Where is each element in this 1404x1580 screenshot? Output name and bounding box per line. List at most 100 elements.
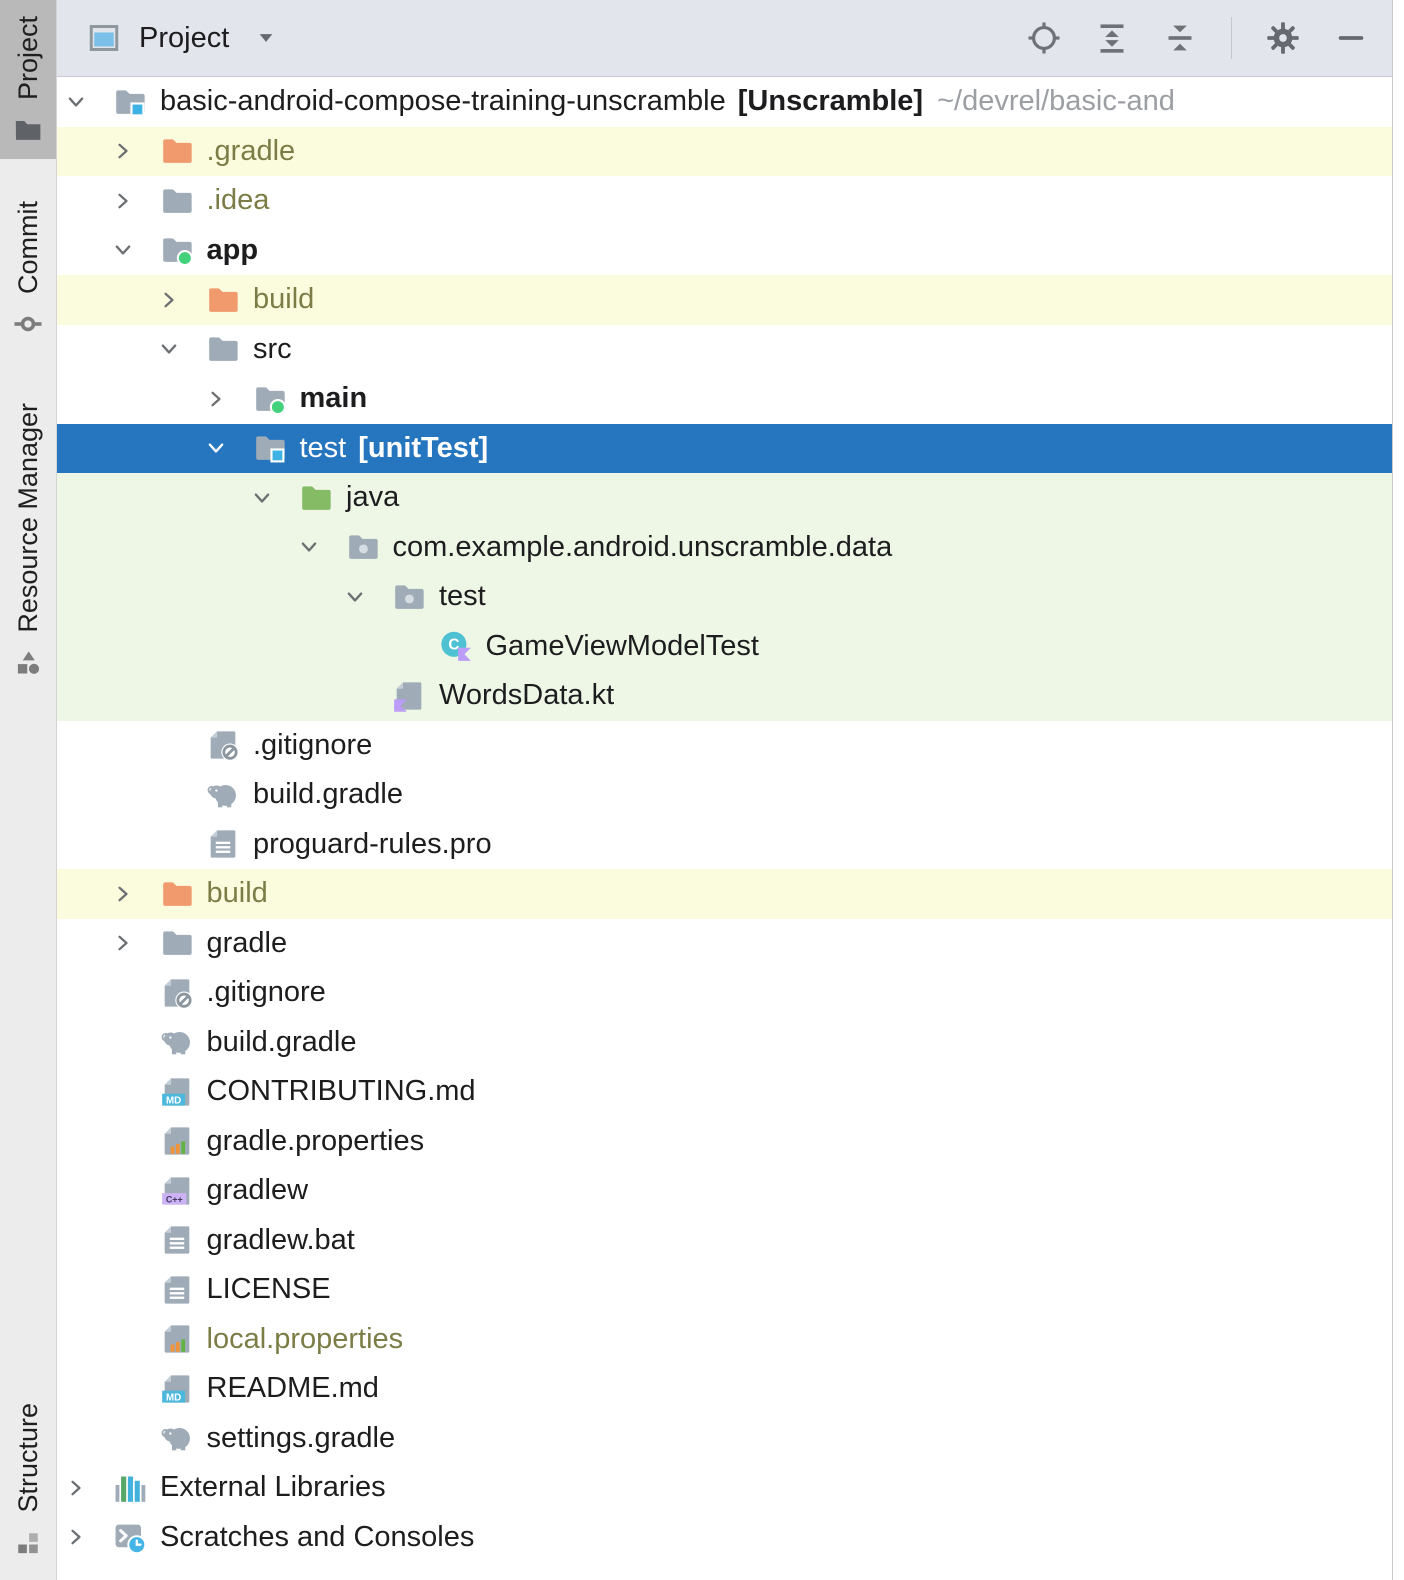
gradle-file-icon [160, 1421, 194, 1455]
tree-row[interactable]: gradlew.bat [57, 1216, 1392, 1266]
chevron-right-icon[interactable] [104, 932, 160, 954]
chevron-down-icon[interactable] [57, 91, 113, 113]
tree-indent [57, 1289, 104, 1290]
chevron-down-icon [255, 27, 277, 49]
tree-indent [57, 497, 243, 498]
view-selector[interactable]: Project [87, 21, 277, 55]
stripe-tab-resource-manager-label: Resource Manager [12, 403, 43, 633]
tree-indent [57, 1240, 104, 1241]
tree-indent [57, 1339, 104, 1340]
chevron-down-icon[interactable] [150, 338, 206, 360]
locate-file-icon[interactable] [1027, 21, 1061, 55]
tree-row[interactable]: .gitignore [57, 721, 1392, 771]
tree-row[interactable]: test[unitTest] [57, 423, 1392, 473]
tree-row[interactable]: C++gradlew [57, 1166, 1392, 1216]
tree-row[interactable]: app [57, 226, 1392, 276]
tree-row[interactable]: settings.gradle [57, 1414, 1392, 1464]
stripe-tab-structure-label: Structure [12, 1403, 43, 1513]
tree-item-label: basic-android-compose-training-unscrambl… [160, 85, 726, 118]
tree-row[interactable]: basic-android-compose-training-unscrambl… [57, 77, 1392, 127]
chevron-right-icon[interactable] [197, 388, 253, 410]
stripe-tab-commit[interactable]: Commit [0, 185, 56, 353]
chevron-right-icon[interactable] [150, 289, 206, 311]
tree-item-label: README.md [206, 1372, 379, 1405]
chevron-down-icon[interactable] [104, 239, 160, 261]
tree-row[interactable]: build [57, 275, 1392, 325]
project-folder-icon [113, 85, 147, 119]
tree-item-label: com.example.android.unscramble.data [392, 530, 893, 563]
tree-row[interactable]: .idea [57, 176, 1392, 226]
kotlin-class-icon: C [439, 629, 473, 663]
scratches-icon [113, 1520, 147, 1555]
chevron-down-icon[interactable] [197, 437, 253, 459]
tree-indent [57, 200, 104, 201]
tree-row[interactable]: build.gradle [57, 1018, 1392, 1068]
tree-item-label: build [206, 877, 268, 910]
text-file-icon [160, 1223, 194, 1257]
stripe-tab-structure[interactable]: Structure [0, 1387, 56, 1572]
tree-item-label: test [439, 580, 486, 613]
folder-icon [160, 184, 194, 218]
tree-row[interactable]: .gitignore [57, 968, 1392, 1018]
chevron-down-icon[interactable] [243, 487, 299, 509]
tree-row[interactable]: C GameViewModelTest [57, 621, 1392, 671]
tree-row[interactable]: .gradle [57, 126, 1392, 176]
package-icon [346, 530, 380, 564]
chevron-down-icon[interactable] [336, 586, 392, 608]
text-file-icon [160, 1273, 194, 1307]
tree-row[interactable]: build.gradle [57, 770, 1392, 820]
tree-row[interactable]: build [57, 869, 1392, 919]
tree-row[interactable]: gradle [57, 919, 1392, 969]
folder-excluded-icon [160, 877, 194, 911]
chevron-right-icon[interactable] [104, 883, 160, 905]
tree-row[interactable]: gradle.properties [57, 1117, 1392, 1167]
tree-row[interactable]: External Libraries [57, 1463, 1392, 1513]
project-view-icon [87, 21, 121, 55]
tool-window-stripe: Project Commit Resource Manager Structur… [0, 0, 57, 1580]
settings-gear-icon[interactable] [1266, 21, 1300, 55]
tree-item-label: GameViewModelTest [485, 629, 759, 662]
expand-all-icon[interactable] [1095, 21, 1129, 55]
stripe-tab-project-label: Project [12, 16, 43, 101]
tree-row[interactable]: WordsData.kt [57, 671, 1392, 721]
tree-row[interactable]: test [57, 572, 1392, 622]
stripe-tab-project[interactable]: Project [0, 0, 56, 160]
tree-item-label: build.gradle [206, 1025, 357, 1058]
properties-file-icon [160, 1124, 194, 1158]
tree-item-label: .gradle [206, 134, 296, 167]
tree-indent [57, 1141, 104, 1142]
properties-file-icon [160, 1322, 194, 1356]
tree-indent [57, 299, 150, 300]
cpp-file-icon: C++ [160, 1174, 194, 1208]
hide-tool-window-icon[interactable] [1334, 21, 1368, 55]
window-edge [1393, 0, 1404, 1580]
tree-indent [57, 695, 336, 696]
collapse-all-icon[interactable] [1163, 21, 1197, 55]
chevron-right-icon[interactable] [57, 1477, 113, 1499]
tree-item-label: test [299, 431, 347, 464]
commit-icon [13, 309, 43, 339]
gitignore-file-icon [160, 976, 194, 1010]
md-file-icon: MD [160, 1372, 194, 1406]
chevron-right-icon[interactable] [104, 140, 160, 162]
tree-row[interactable]: com.example.android.unscramble.data [57, 522, 1392, 572]
tree-indent [57, 398, 197, 399]
tree-item-label: WordsData.kt [439, 679, 615, 712]
tree-row[interactable]: local.properties [57, 1315, 1392, 1365]
tree-row[interactable]: Scratches and Consoles [57, 1513, 1392, 1563]
project-tree: basic-android-compose-training-unscrambl… [57, 77, 1392, 1580]
chevron-right-icon[interactable] [104, 190, 160, 212]
tree-row[interactable]: main [57, 374, 1392, 424]
tree-indent [57, 943, 104, 944]
chevron-down-icon[interactable] [290, 536, 346, 558]
stripe-tab-resource-manager[interactable]: Resource Manager [0, 387, 56, 692]
project-panel: Project basic-android-compose-training-u… [57, 0, 1393, 1580]
chevron-right-icon[interactable] [57, 1526, 113, 1548]
tree-row[interactable]: proguard-rules.pro [57, 820, 1392, 870]
tree-row[interactable]: MD README.md [57, 1364, 1392, 1414]
tree-row[interactable]: LICENSE [57, 1265, 1392, 1315]
tree-item-label: Scratches and Consoles [160, 1520, 475, 1553]
tree-row[interactable]: src [57, 325, 1392, 375]
tree-row[interactable]: java [57, 473, 1392, 523]
